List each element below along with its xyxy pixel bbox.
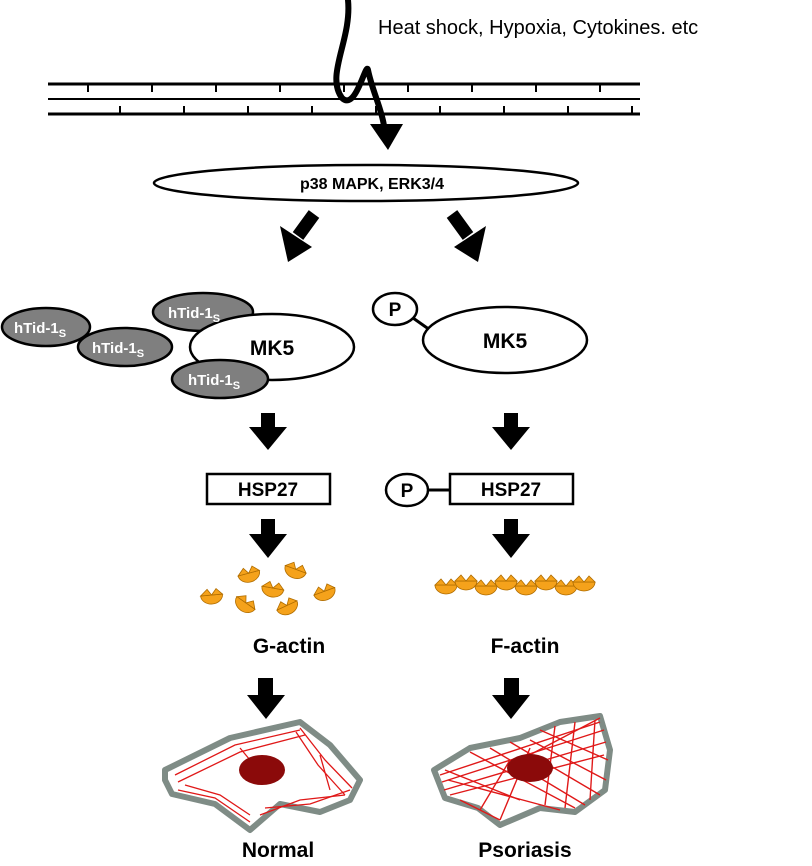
arrow-to-left-branch xyxy=(280,210,320,262)
f-actin-filament xyxy=(434,574,596,596)
phospho-badge-hsp27 xyxy=(384,472,430,508)
hsp27-right-box xyxy=(448,472,575,506)
hsp27-left-box xyxy=(205,472,332,506)
phospho-badge-mk5 xyxy=(371,291,419,327)
arrow-right-mk5-hsp27 xyxy=(492,413,530,450)
htid-label-bottom: hTid-1S xyxy=(188,372,240,392)
htid-label-left: hTid-1S xyxy=(14,320,66,340)
mk5-left-label: MK5 xyxy=(250,337,295,360)
arrow-left-mk5-hsp27 xyxy=(249,413,287,450)
psoriasis-nucleus xyxy=(507,754,553,782)
htid-binder-left xyxy=(0,306,92,348)
psoriasis-label: Psoriasis xyxy=(478,839,571,861)
f-actin-label: F-actin xyxy=(491,635,560,658)
mk5-right-label: MK5 xyxy=(483,330,528,353)
phospho-label-hsp27: P xyxy=(401,481,414,502)
normal-nucleus xyxy=(239,755,285,785)
arrow-left-hsp27-actin xyxy=(249,519,287,558)
cell-membrane xyxy=(48,82,640,116)
hsp27-left-label: HSP27 xyxy=(238,480,298,501)
g-actin-label: G-actin xyxy=(253,635,325,658)
kinase-node xyxy=(152,163,580,203)
htid-label-middle: hTid-1S xyxy=(92,340,144,360)
stimulus-arrow xyxy=(333,0,403,150)
kinase-label: p38 MAPK, ERK3/4 xyxy=(300,176,444,193)
right-mk5-complex xyxy=(371,291,589,375)
psoriasis-cell xyxy=(431,713,613,828)
hsp27-right-label: HSP27 xyxy=(481,480,541,501)
htid-label-top: hTid-1S xyxy=(168,305,220,325)
htid-binder-bottom xyxy=(170,358,270,400)
arrow-to-right-branch xyxy=(446,210,486,262)
phospho-label-mk5: P xyxy=(389,300,402,321)
arrow-right-hsp27-actin xyxy=(492,519,530,558)
stimulus-label: Heat shock, Hypoxia, Cytokines. etc xyxy=(378,17,698,39)
left-mk5-complex xyxy=(0,291,356,400)
right-hsp27-complex xyxy=(384,472,575,508)
mk5-right xyxy=(421,305,589,375)
normal-cell xyxy=(162,719,363,833)
htid-binder-middle xyxy=(76,326,174,368)
g-actin-monomers xyxy=(199,559,339,619)
arrow-right-actin-cell xyxy=(492,678,530,719)
normal-label: Normal xyxy=(242,839,314,861)
arrow-left-actin-cell xyxy=(247,678,285,719)
